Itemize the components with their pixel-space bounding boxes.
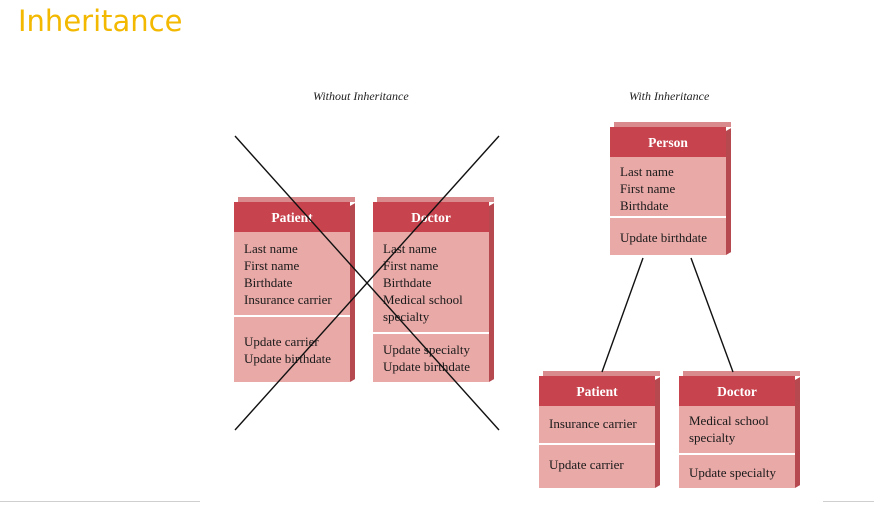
box-3d-top <box>614 122 731 127</box>
class-name: Patient <box>234 202 350 232</box>
attribute: Last name <box>244 241 298 256</box>
operation: Update birthdate <box>620 230 707 245</box>
compartment-divider <box>610 216 726 218</box>
attribute: Last name <box>383 241 437 256</box>
attribute-list: Last name First name Birthdate <box>620 163 722 214</box>
attribute: specialty <box>689 430 736 445</box>
class-name: Person <box>610 127 726 157</box>
class-box-patient-without: Patient Last name First name Birthdate I… <box>234 197 355 382</box>
attribute-list: Last name First name Birthdate Medical s… <box>383 240 485 325</box>
attribute: Last name <box>620 164 674 179</box>
operation: Update birthdate <box>383 359 470 374</box>
operation: Update specialty <box>383 342 470 357</box>
attribute: Birthdate <box>620 198 669 213</box>
operation: Update carrier <box>549 457 624 472</box>
operation: Update carrier <box>244 334 319 349</box>
attribute-list: Medical school specialty <box>689 412 791 446</box>
caption-with-inheritance: With Inheritance <box>629 89 710 103</box>
operation: Update specialty <box>689 465 776 480</box>
attribute: specialty <box>383 309 430 324</box>
box-3d-side <box>489 203 494 382</box>
compartment-divider <box>373 332 489 334</box>
attribute: First name <box>383 258 439 273</box>
attribute: First name <box>620 181 676 196</box>
class-name: Doctor <box>373 202 489 232</box>
class-name: Doctor <box>679 376 795 406</box>
attribute: Insurance carrier <box>244 292 332 307</box>
inheritance-connector <box>690 257 734 373</box>
attribute: Birthdate <box>244 275 293 290</box>
attribute: Birthdate <box>383 275 432 290</box>
attribute-list: Last name First name Birthdate Insurance… <box>244 240 346 308</box>
box-3d-top <box>683 371 800 376</box>
box-3d-side <box>350 203 355 382</box>
attribute: Insurance carrier <box>549 416 637 431</box>
compartment-divider <box>234 315 350 317</box>
operation-list: Update carrier Update birthdate <box>244 333 346 367</box>
class-box-doctor-with: Doctor Medical school specialty Update s… <box>679 371 800 488</box>
caption-without-inheritance: Without Inheritance <box>313 89 409 103</box>
box-3d-side <box>795 377 800 488</box>
footer-divider <box>0 501 200 502</box>
attribute: First name <box>244 258 300 273</box>
operation-list: Update specialty Update birthdate <box>383 341 485 375</box>
box-3d-side <box>726 128 731 255</box>
slide-title: Inheritance <box>18 4 183 38</box>
inheritance-connector <box>601 257 644 373</box>
compartment-divider <box>539 443 655 445</box>
attribute: Medical school <box>383 292 463 307</box>
attribute: Medical school <box>689 413 769 428</box>
footer-divider <box>823 501 874 502</box>
operation: Update birthdate <box>244 351 331 366</box>
operation-list: Update carrier <box>549 456 651 473</box>
class-box-patient-with: Patient Insurance carrier Update carrier <box>539 371 660 488</box>
operation-list: Update specialty <box>689 464 791 481</box>
box-3d-top <box>543 371 660 376</box>
box-3d-side <box>655 377 660 488</box>
attribute-list: Insurance carrier <box>549 415 651 432</box>
compartment-divider <box>679 453 795 455</box>
class-box-doctor-without: Doctor Last name First name Birthdate Me… <box>373 197 494 382</box>
operation-list: Update birthdate <box>620 229 722 246</box>
class-box-person: Person Last name First name Birthdate Up… <box>610 122 731 255</box>
class-name: Patient <box>539 376 655 406</box>
